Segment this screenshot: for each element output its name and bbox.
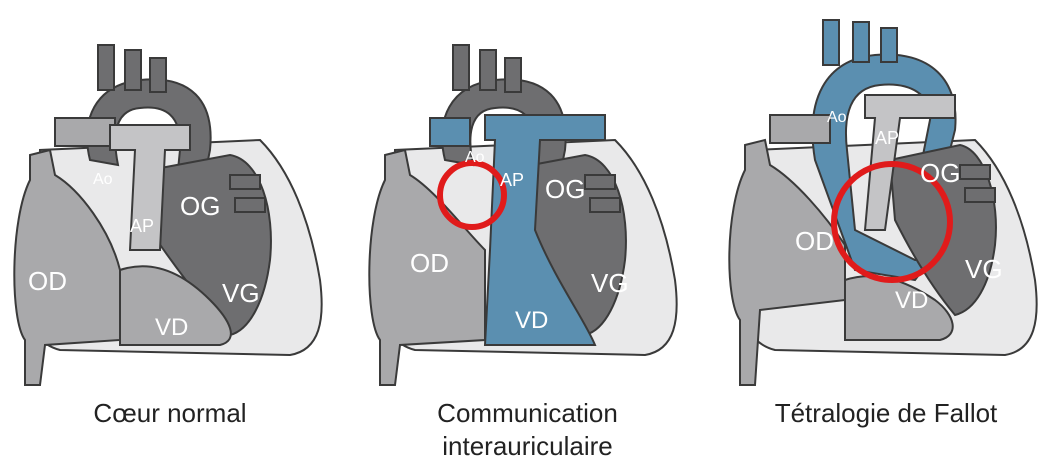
- caption-asd-line-1: Communication: [355, 397, 700, 430]
- label-ap: AP: [875, 128, 899, 148]
- label-ao: Ao: [93, 171, 113, 188]
- caption-fallot: Tétralogie de Fallot: [715, 397, 1057, 430]
- label-od: OD: [28, 266, 67, 296]
- label-vg: VG: [222, 278, 260, 308]
- label-og: OG: [545, 174, 585, 204]
- pulm-vein-1: [960, 165, 990, 179]
- label-ao: Ao: [827, 109, 847, 126]
- aorta-branch-2: [853, 22, 869, 62]
- panel-asd: Ao AP OG OD VG VD Communication interaur…: [355, 0, 700, 475]
- aorta-branch-1: [98, 45, 114, 90]
- label-og: OG: [920, 158, 960, 188]
- panel-normal-heart: Ao AP OG OD VG VD Cœur normal: [0, 0, 340, 475]
- aorta-branch-2: [480, 50, 496, 90]
- label-og: OG: [180, 191, 220, 221]
- fallot-heart-diagram: Ao AP OG OD VG VD: [715, 0, 1057, 395]
- pulm-vein-2: [590, 198, 620, 212]
- aorta-branch-2: [125, 50, 141, 90]
- caption-normal: Cœur normal: [0, 397, 340, 430]
- aorta-branch-1: [453, 45, 469, 90]
- label-vg: VG: [591, 268, 629, 298]
- label-ap: AP: [130, 216, 154, 236]
- aorta-branch-3: [150, 58, 166, 92]
- label-vd: VD: [515, 307, 548, 334]
- caption-asd-line-2: interauriculaire: [355, 430, 700, 463]
- pulm-vein-1: [230, 175, 260, 189]
- pulm-vein-2: [235, 198, 265, 212]
- pulm-vein-2: [965, 188, 995, 202]
- vena-cava-top: [55, 118, 115, 146]
- label-ap: AP: [500, 170, 524, 190]
- label-ao: Ao: [465, 149, 485, 166]
- panel-fallot: Ao AP OG OD VG VD Tétralogie de Fallot: [715, 0, 1057, 475]
- vena-cava-top: [770, 115, 830, 143]
- pulmonary-branch-left: [430, 118, 470, 146]
- label-od: OD: [795, 226, 834, 256]
- label-vd: VD: [895, 287, 928, 314]
- label-od: OD: [410, 248, 449, 278]
- aorta-branch-3: [505, 58, 521, 92]
- normal-heart-diagram: Ao AP OG OD VG VD: [0, 0, 340, 395]
- label-vd: VD: [155, 314, 188, 341]
- caption-asd: Communication interauriculaire: [355, 397, 700, 463]
- asd-heart-diagram: Ao AP OG OD VG VD: [355, 0, 700, 395]
- pulm-vein-1: [585, 175, 615, 189]
- label-vg: VG: [965, 254, 1003, 284]
- aorta-branch-1: [823, 20, 839, 65]
- aorta-branch-3: [881, 28, 897, 62]
